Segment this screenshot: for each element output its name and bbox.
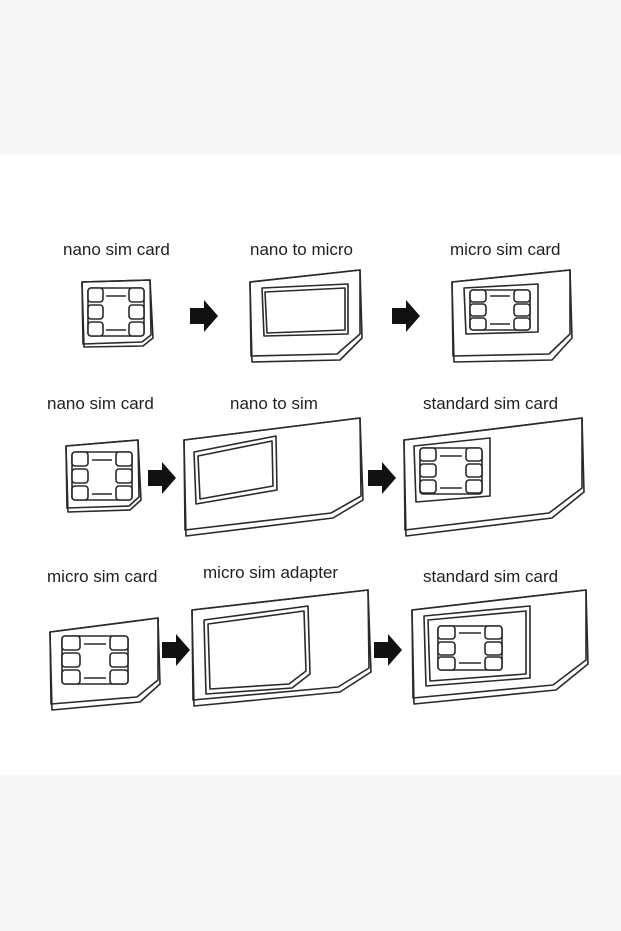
row1-left-label: nano sim card xyxy=(63,240,170,259)
top-band xyxy=(0,0,621,155)
arrow-icon xyxy=(374,634,402,666)
row3-right-label: standard sim card xyxy=(423,567,559,586)
standard-sim-card-2 xyxy=(411,589,589,705)
row2-right-label: standard sim card xyxy=(423,394,559,413)
sim-chip-6 xyxy=(437,625,503,671)
nano-sim-card-1 xyxy=(81,279,154,348)
micro-sim-card-1 xyxy=(451,269,573,363)
sim-chip-5 xyxy=(61,635,129,685)
sim-chip-2 xyxy=(469,289,531,331)
micro-sim-card-2 xyxy=(49,617,161,711)
sim-chip-4 xyxy=(419,447,483,495)
bottom-band xyxy=(0,775,621,931)
standard-sim-card-1 xyxy=(403,417,585,537)
sim-chip-3 xyxy=(71,451,133,501)
arrow-icon xyxy=(190,300,218,332)
sim-chip-1 xyxy=(87,287,145,337)
arrow-icon xyxy=(392,300,420,332)
arrow-icon xyxy=(162,634,190,666)
row1-middle-label: nano to micro xyxy=(250,240,353,259)
nano-to-micro-adapter xyxy=(249,269,363,363)
arrow-icon xyxy=(368,462,396,494)
row2-left-label: nano sim card xyxy=(47,394,154,413)
nano-to-sim-adapter xyxy=(183,417,364,537)
row1-right-label: micro sim card xyxy=(450,240,561,259)
row2-middle-label: nano to sim xyxy=(230,394,318,413)
arrow-icon xyxy=(148,462,176,494)
nano-sim-card-2 xyxy=(65,439,142,513)
row3-middle-label: micro sim adapter xyxy=(203,563,339,582)
micro-sim-adapter xyxy=(191,589,372,707)
row3-left-label: micro sim card xyxy=(47,567,158,586)
